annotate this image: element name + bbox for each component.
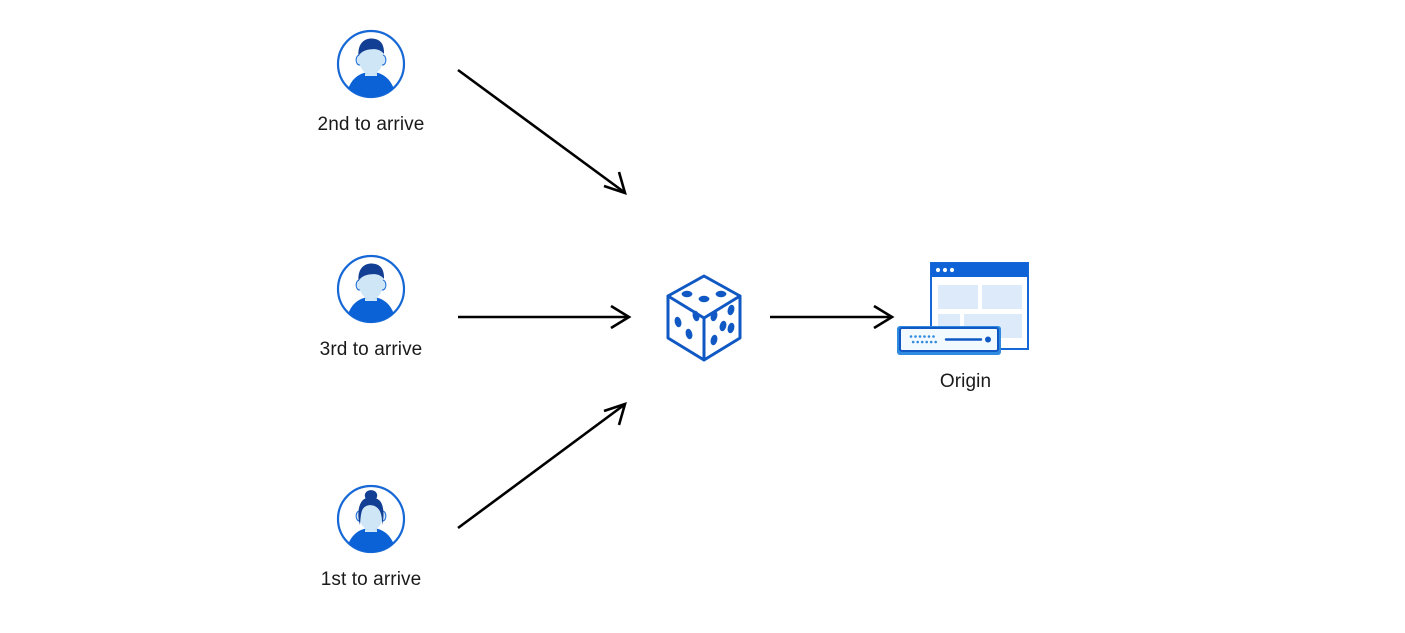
edge-1st-to-dice <box>457 401 627 530</box>
node-client-2nd[interactable]: 2nd to arrive <box>291 28 451 136</box>
node-client-3rd[interactable]: 3rd to arrive <box>291 253 451 361</box>
edge-2nd-to-dice <box>457 68 627 196</box>
dice-icon <box>662 272 746 364</box>
node-label: 1st to arrive <box>320 569 422 590</box>
node-label: 3rd to arrive <box>319 339 423 360</box>
node-client-1st[interactable]: 1st to arrive <box>291 483 451 591</box>
node-label: 2nd to arrive <box>317 114 425 135</box>
user-avatar-icon <box>335 28 407 100</box>
node-label: Origin <box>939 371 992 392</box>
user-avatar-icon <box>335 253 407 325</box>
edge-dice-to-origin <box>770 304 895 330</box>
server-device <box>897 326 1001 355</box>
user-avatar-icon <box>335 483 407 555</box>
node-origin[interactable]: Origin <box>893 258 1038 393</box>
edge-3rd-to-dice <box>458 304 632 330</box>
node-randomizer[interactable] <box>662 272 746 364</box>
origin-server-icon <box>893 258 1038 363</box>
